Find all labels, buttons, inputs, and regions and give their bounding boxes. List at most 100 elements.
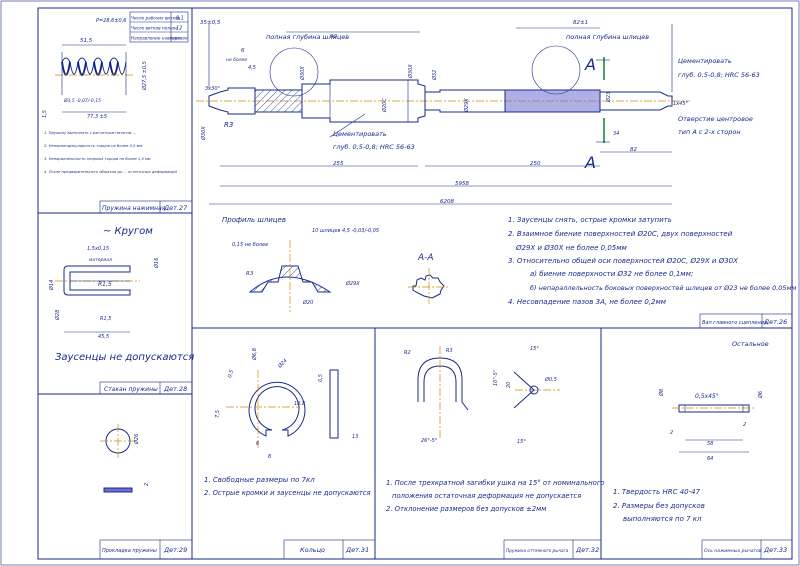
part-name: Пружина оттяжного рычага: [506, 548, 569, 553]
ring-dim: 8: [268, 454, 271, 460]
axle-panel: Остальное 0,5x45° Ø8 Ø6 2 2 58 64 1. Тве…: [613, 340, 793, 560]
section-letter: А: [584, 153, 596, 172]
clip-dim: 15°: [530, 346, 539, 352]
axle-note: выполняются по 7 кл: [623, 515, 702, 523]
clip-note: положения остаточная деформация не допус…: [392, 492, 581, 500]
shaft-label: тип А с 2-х сторон: [678, 128, 741, 136]
shaft-dim: 34: [613, 131, 619, 137]
title-block: Пружина нажимная Дет.27: [99, 200, 193, 214]
title-block: Прокладка пружины Дет.29: [99, 539, 193, 560]
clip-dim: R2: [404, 350, 411, 356]
shaft-label: 3x30°: [205, 86, 221, 92]
clip-dim: R3: [446, 348, 453, 354]
cup-dim-d1: Ø14: [48, 280, 55, 291]
axle-dim: 64: [707, 456, 713, 462]
spring-dim-dia: Ø3,5 -0,07/-0,15: [63, 97, 101, 104]
spring-table-value: 8,1: [176, 16, 184, 22]
shaft-dim: 82: [630, 147, 637, 153]
title-block: Кольцо Дет.31: [283, 539, 376, 560]
shaft-dim: 35±0,5: [200, 20, 221, 26]
axle-dim: 2: [670, 430, 673, 436]
cup-dim-mat: материал: [89, 258, 112, 263]
washer-dim-d: Ø26: [133, 434, 140, 445]
section-letter: А: [584, 55, 596, 74]
axle-dim: 0,5x45°: [695, 393, 719, 400]
spring-panel: Число рабочих витков 8,1 Число витков по…: [42, 11, 193, 214]
clip-note: 1. После трехкратной загибки ушка на 15°…: [386, 479, 605, 487]
cup-drawing: [55, 265, 140, 296]
profile-title: Профиль шлицев: [222, 216, 286, 224]
shaft-note: 1. Заусенцы снять, острые кромки затупит…: [508, 216, 672, 224]
spring-coil: [55, 52, 135, 95]
part-name: Кольцо: [300, 546, 325, 554]
part-name: Пружина нажимная: [102, 205, 166, 212]
shaft-label: Цементировать: [678, 57, 732, 65]
axle-dim: 58: [707, 441, 713, 447]
ring-dim: 10,8: [294, 401, 305, 407]
shaft-note: 3. Относительно общей оси поверхностей Ø…: [508, 257, 738, 265]
axle-dim: Ø6: [757, 391, 764, 399]
ring-side: [329, 369, 339, 439]
cup-dim-a: 1,5x0,15: [87, 246, 109, 252]
shaft-note: 2. Взаимное биение поверхностей Ø20С, дв…: [508, 230, 733, 238]
part-name: Вал главного сцепления: [702, 320, 767, 326]
cup-title: ~ Кругом: [103, 226, 153, 237]
detail-circle: [531, 45, 581, 95]
shaft-label: глуб. 0,5-0,8; HRC 56-63: [678, 71, 760, 79]
ring-dim: Ø6,8: [251, 348, 258, 361]
cup-dim-d2: Ø16: [153, 258, 160, 269]
ring-panel: 0,5 Ø6,8 Ø24 7,5 10,8 6 8 0,5 13 1. Своб…: [204, 348, 376, 560]
spring-dim-len1: 51,5: [80, 38, 93, 44]
spring-table: Число рабочих витков 8,1 Число витков по…: [129, 11, 189, 43]
shaft-label: Цементировать: [333, 130, 387, 138]
axle-note: 2. Размеры без допусков: [613, 502, 705, 510]
shaft-label: полная глубина шлицев: [266, 33, 349, 41]
shaft-dim: 6208: [440, 199, 454, 205]
clip-view: [417, 346, 469, 440]
shaft-diam-mark: Ø30X: [407, 64, 414, 79]
ring-dim: 0,5: [227, 369, 235, 378]
shaft-diam-mark: Ø29X: [463, 98, 470, 113]
clip-dim: 26°-5°: [421, 438, 438, 444]
part-number: Дет.33: [763, 546, 787, 554]
spring-dim-top: P=28,6±0,6: [96, 18, 126, 24]
spring-table-label: Направление навивки: [131, 36, 180, 41]
spline-profile: [248, 240, 332, 312]
part-number: Дет.31: [345, 546, 369, 554]
shaft-note: а) биение поверхности Ø32 не более 0,1мм…: [530, 270, 693, 278]
shaft-label: R3: [224, 121, 233, 129]
section-title: А-А: [417, 253, 434, 263]
title-block: Вал главного сцепления Дет.26: [699, 313, 793, 329]
clip-dim: 10°-5°: [493, 369, 499, 386]
title-block: Ось нажимных рычагов Дет.33: [701, 539, 793, 560]
shaft-dim: 4,5: [248, 65, 256, 71]
drawing-frame: [37, 7, 793, 560]
washer-section: [103, 487, 133, 493]
axle-dim: 2: [743, 422, 746, 428]
shaft-note: Ø29Х и Ø30Х не более 0,05мм: [515, 244, 628, 252]
spring-table-label: Число рабочих витков: [131, 16, 181, 21]
axle-view: [672, 404, 756, 413]
shaft-label: не более: [226, 57, 247, 63]
spring-table-label: Число витков полное: [131, 26, 178, 31]
part-number: Дет.29: [163, 546, 187, 554]
shaft-note: 4. Несовпадение пазов 3А, не более 0,2мм: [508, 298, 667, 306]
spring-dim-wire: 1,5: [42, 110, 48, 118]
ring-dim: 0,5: [318, 374, 324, 382]
axle-dim: Ø8: [658, 389, 665, 397]
shaft-dim: 250: [530, 161, 541, 167]
clip-side: [513, 371, 560, 409]
shaft-label: 1x45°: [673, 101, 689, 107]
spring-dim-len2: 77,3 ±5: [87, 114, 107, 120]
cup-note: Заусенцы не допускаются: [55, 352, 194, 363]
shaft-diam-mark: Ø20C: [381, 98, 388, 113]
section-view: [408, 268, 450, 306]
title-block: Пружина оттяжного рычага Дет.32: [503, 539, 602, 560]
spring-table-value: правое: [172, 36, 188, 41]
title-block: Стакан пружины Дет.28: [99, 381, 193, 395]
spring-table-value: 12: [176, 26, 182, 32]
shaft-label: полная глубина шлицев: [566, 33, 649, 41]
ring-view: [226, 370, 306, 450]
part-number: Дет.28: [163, 385, 187, 393]
